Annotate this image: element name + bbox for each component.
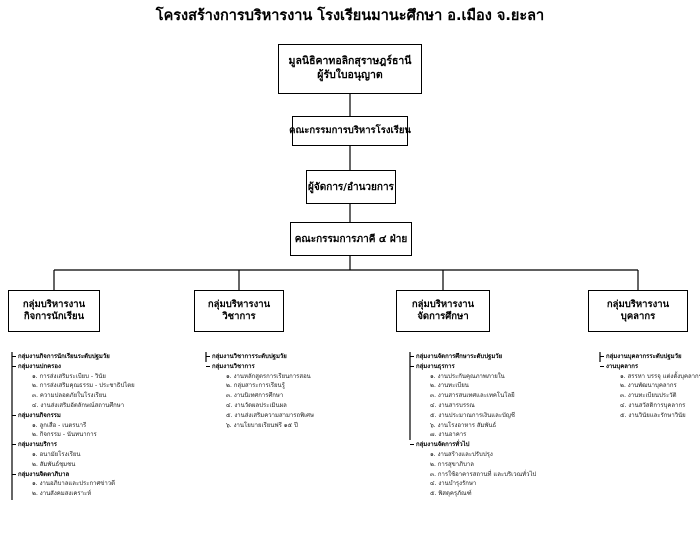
task-item: ๕. งานประมาณการเงินและบัญชี <box>430 411 515 419</box>
task-item: ๑. งานอภิบาลและประกาศข่าวดี <box>32 480 116 488</box>
task-item: ๔. งานสวัสดิการบุคลากร <box>620 401 686 409</box>
manager-box: ผู้จัดการ/อำนวยการ <box>306 170 396 204</box>
task-item: ๒. งานสังคมสงเคราะห์ <box>32 490 92 498</box>
task-item: ๒. สัมพันธ์ชุมชน <box>32 460 76 468</box>
task-item: ๔. งานส่งเสริมอัตลักษณ์สถานศึกษา <box>32 401 125 409</box>
task-item: ๓. งานนิเทศการศึกษา <box>226 392 284 400</box>
group-name: จัดการศึกษา <box>417 311 469 322</box>
task-list-student-affairs: กลุ่มงานกิจการนักเรียนระดับปฐมวัยกลุ่มงา… <box>12 352 135 499</box>
task-item: ๒. การส่งเสริมคุณธรรม - ประชาธิปไตย <box>32 382 135 390</box>
task-item: ๑. การส่งเสริมระเบียบ - วินัย <box>32 372 106 380</box>
task-item: ๒. งานพัฒนาบุคลากร <box>620 382 677 390</box>
task-group-heading: กลุ่มงานวิชาการ <box>206 362 314 372</box>
task-group-heading: กลุ่มงานกิจการนักเรียนระดับปฐมวัย <box>12 352 135 362</box>
board-box: คณะกรรมการบริหารโรงเรียน <box>289 116 411 146</box>
manager-label: ผู้จัดการ/อำนวยการ <box>308 181 394 193</box>
task-item: ๖. งานโยบายเรียนฟรี ๑๕ ปี <box>226 421 298 429</box>
group-label: กลุ่มบริหารงาน <box>22 298 86 310</box>
group-box-education-management: กลุ่มบริหารงาน จัดการศึกษา <box>396 290 490 332</box>
task-item: ๒. การสุขาภิบาล <box>430 460 474 468</box>
licensee-role: ผู้รับใบอนุญาต <box>317 69 383 81</box>
task-item: ๔. งานสารบรรณ <box>430 401 475 409</box>
task-item: ๑. งานสร้างและปรับปรุง <box>430 450 493 458</box>
task-item: ๖. งานโรงอาหาร สัมพันธ์ <box>430 421 497 429</box>
task-item: ๑. สรรหา บรรจุ แต่งตั้งบุคลากร <box>620 372 700 380</box>
licensee-box: มูลนิธิคาทอลิกสุราษฎร์ธานี ผู้รับใบอนุญา… <box>278 44 422 94</box>
page-title: โครงสร้างการบริหารงาน โรงเรียนมานะศึกษา … <box>155 8 545 24</box>
group-name: กิจการนักเรียน <box>23 311 85 322</box>
task-item: ๑. งานหลักสูตรการเรียนการสอน <box>226 372 311 380</box>
task-group-heading: กลุ่มงานบริการ <box>12 440 135 450</box>
task-item: ๒. กลุ่มสาระการเรียนรู้ <box>226 382 285 390</box>
group-label: กลุ่มบริหารงาน <box>606 298 670 310</box>
group-name: วิชาการ <box>222 311 256 322</box>
task-item: ๕. งานส่งเสริมความสามารถพิเศษ <box>226 411 314 419</box>
task-item: ๓. ความปลอดภัยในโรงเรียน <box>32 392 107 400</box>
task-item: ๗. งานอาคาร <box>430 431 467 439</box>
task-group-heading: กลุ่มงานวิชาการระดับปฐมวัย <box>206 352 314 362</box>
group-box-student-affairs: กลุ่มบริหารงาน กิจการนักเรียน <box>8 290 100 332</box>
group-box-personnel: กลุ่มบริหารงาน บุคลากร <box>588 290 688 332</box>
task-group-heading: กลุ่มงานบุคลากรระดับปฐมวัย <box>600 352 700 362</box>
task-item: ๒. กิจกรรม - นันทนาการ <box>32 431 97 439</box>
task-group-heading: กลุ่มงานกิจกรรม <box>12 411 135 421</box>
task-item: ๓. การใช้อาคารสถานที่ และบริเวณทั่วไป <box>430 470 537 478</box>
task-list-personnel: กลุ่มงานบุคลากรระดับปฐมวัยงานบุคลากร๑. ส… <box>600 352 700 421</box>
task-item: ๑. ลูกเสือ - เนตรนารี <box>32 421 87 429</box>
task-group-heading: กลุ่มงานจิตตาภิบาล <box>12 470 135 480</box>
task-group-heading: กลุ่มงานจัดการทั่วไป <box>409 440 536 450</box>
task-group-heading: กลุ่มงานจัดการศึกษาระดับปฐมวัย <box>409 352 536 362</box>
group-label: กลุ่มบริหารงาน <box>411 298 475 310</box>
task-item: ๒. งานทะเบียน <box>430 382 469 390</box>
task-group-heading: งานบุคลากร <box>600 362 700 372</box>
group-name: บุคลากร <box>620 311 656 322</box>
task-item: ๑. อนามัยโรงเรียน <box>32 450 81 458</box>
task-item: ๔. งานวัดผลประเมินผล <box>226 401 287 409</box>
task-group-heading: กลุ่มงานธุรการ <box>409 362 536 372</box>
board-label: คณะกรรมการบริหารโรงเรียน <box>289 124 411 136</box>
licensee-name: มูลนิธิคาทอลิกสุราษฎร์ธานี <box>288 55 412 68</box>
task-item: ๕. พิสดุครุภัณฑ์ <box>430 490 472 498</box>
task-list-education-management: กลุ่มงานจัดการศึกษาระดับปฐมวัยกลุ่มงานธุ… <box>409 352 537 499</box>
task-item: ๔. งานบำรุงรักษา <box>430 480 477 488</box>
group-box-academic: กลุ่มบริหารงาน วิชาการ <box>194 290 284 332</box>
task-item: ๓. งานสารสนเทศและเทคโนโลยี <box>430 392 515 400</box>
group-label: กลุ่มบริหารงาน <box>207 298 271 310</box>
task-item: ๑. งานประกันคุณภาพภายใน <box>430 372 505 380</box>
task-item: ๕. งานวินัยและรักษาวินัย <box>620 411 686 419</box>
task-group-heading: กลุ่มงานปกครอง <box>12 362 135 372</box>
task-item: ๓. งานทะเบียนประวัติ <box>620 392 677 400</box>
committee-label: คณะกรรมการภาคี ๔ ฝ่าย <box>294 233 408 245</box>
task-list-academic: กลุ่มงานวิชาการระดับปฐมวัยกลุ่มงานวิชากา… <box>206 352 314 430</box>
committee-box: คณะกรรมการภาคี ๔ ฝ่าย <box>290 222 412 256</box>
